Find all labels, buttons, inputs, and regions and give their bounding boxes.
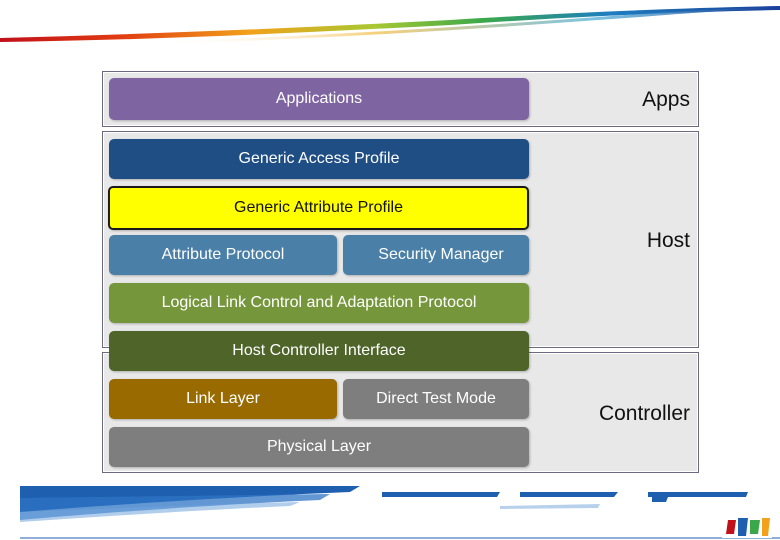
generic-attribute-profile-layer: Generic Attribute Profile — [108, 186, 529, 230]
direct-test-mode-layer: Direct Test Mode — [343, 379, 529, 419]
host-controller-interface-layer: Host Controller Interface — [109, 331, 529, 371]
footer-band-decoration — [20, 486, 780, 539]
attribute-protocol-layer: Attribute Protocol — [109, 235, 337, 275]
apps-group-label: Apps — [642, 88, 690, 111]
link-layer: Link Layer — [109, 379, 337, 419]
security-manager-layer: Security Manager — [343, 235, 529, 275]
applications-layer: Applications — [109, 78, 529, 120]
company-logo — [722, 514, 772, 538]
physical-layer: Physical Layer — [109, 427, 529, 467]
generic-access-profile-layer: Generic Access Profile — [109, 139, 529, 179]
controller-group-label: Controller — [598, 402, 690, 425]
host-group-label: Host — [646, 229, 690, 252]
header-swoosh-decoration — [0, 6, 780, 44]
l2cap-layer: Logical Link Control and Adaptation Prot… — [109, 283, 529, 323]
